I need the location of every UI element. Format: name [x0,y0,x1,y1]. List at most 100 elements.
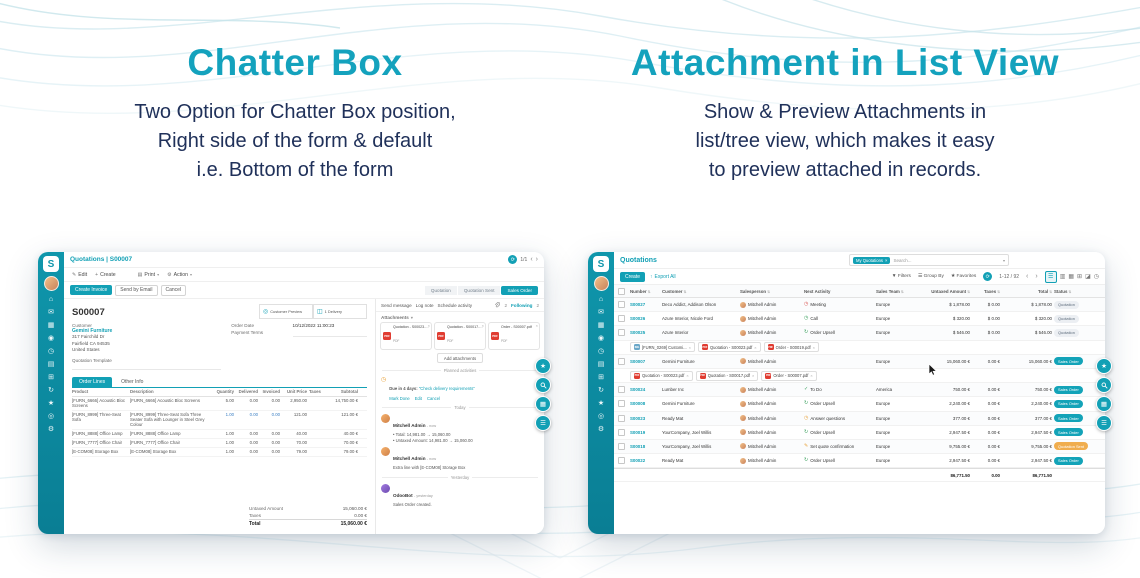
breadcrumb[interactable]: Quotations | S00007 [70,256,133,263]
chatter-message[interactable]: OdooBot - yesterday Sales Order created. [376,482,544,510]
tab-order-lines[interactable]: Order Lines [72,376,113,387]
row-checkbox[interactable] [618,301,625,309]
remove-attachment-icon[interactable]: × [810,373,813,379]
row-checkbox[interactable] [618,457,625,465]
cancel-activity-button[interactable]: Cancel [426,396,440,402]
table-row[interactable]: S00019 YourCompany, Joel Willis Mitchell… [614,426,1105,440]
col-total[interactable]: Total⇅ [1037,288,1052,294]
schedule-activity-button[interactable]: Schedule activity [437,302,473,308]
star-button[interactable]: ★ [535,358,551,374]
sidebar-icon-purchase[interactable]: ↻ [598,387,604,394]
search-facet[interactable]: My Quotations × [853,256,891,264]
col-untaxed[interactable]: Untaxed Amount⇅ [931,288,970,294]
follower-count[interactable]: 2 [536,302,539,308]
apps-button[interactable]: ▦ [535,396,551,412]
search-button[interactable] [1096,377,1112,393]
sidebar-icon-crm[interactable]: ◷ [47,348,55,355]
group-by-button[interactable]: ☰ Group By [918,274,944,279]
col-status[interactable]: Status⇅ [1054,288,1072,294]
sidebar-icon-invoicing[interactable]: ★ [47,400,55,407]
sidebar-icon-home[interactable]: ⌂ [598,296,604,303]
col-unit-price[interactable]: Unit Price [286,389,307,394]
view-kanban-button[interactable]: ▥ [1059,274,1066,280]
row-checkbox[interactable] [618,442,625,450]
action-menu[interactable]: ⚙Action▾ [167,272,192,278]
view-activity-button[interactable]: ◷ [1093,274,1099,280]
table-row[interactable]: S00024 Lumber Inc Mitchell Admin ✓To Do … [614,383,1105,398]
col-quantity[interactable]: Quantity [216,389,234,394]
table-row[interactable]: S00007 Gemini Furniture Mitchell Admin E… [614,354,1105,369]
row-checkbox[interactable] [618,386,625,394]
sidebar-icon-inventory[interactable]: ⊞ [48,374,54,381]
table-row[interactable]: [FURN_7777] Office Chair[FURN_7777] Offi… [72,439,367,448]
sidebar-icon-calendar[interactable]: ▦ [47,322,55,329]
row-checkbox[interactable] [618,315,625,323]
quotation-template-field[interactable] [72,363,222,370]
pager-next-icon[interactable]: › [535,256,538,263]
edit-activity-button[interactable]: Edit [414,396,422,402]
col-description[interactable]: Description [130,389,154,394]
remove-attachment-icon[interactable]: × [688,344,691,350]
col-customer[interactable]: Customer⇅ [662,288,687,294]
send-message-button[interactable]: Send message [381,302,412,308]
export-all-button[interactable]: ↑Export All [650,274,676,280]
remove-attachment-icon[interactable]: × [535,323,538,328]
customer-preview-button[interactable]: ◎Customer Preview [259,304,313,319]
remove-attachment-icon[interactable]: × [427,323,430,328]
caret-down-icon[interactable]: ▾ [1002,257,1005,263]
create-button[interactable]: Create [620,271,646,282]
activity-summary[interactable]: "Check delivery requirements" [418,386,475,392]
table-row[interactable]: [FURN_8888] Office Lamp[FURN_8888] Offic… [72,430,367,439]
sidebar-icon-invoicing[interactable]: ★ [597,400,605,407]
col-invoiced[interactable]: Invoiced [262,389,280,394]
sidebar-icon-sales[interactable]: ▤ [597,361,605,368]
mark-done-button[interactable]: Mark Done [389,396,410,402]
pager-prev-icon[interactable]: ‹ [530,256,533,263]
view-list-button[interactable]: ☰ [1044,270,1057,283]
sidebar-icon-inventory[interactable]: ⊞ [598,374,604,381]
search-input[interactable]: My Quotations × Search... ▾ [849,253,1009,267]
print-menu[interactable]: ▤Print▾ [138,272,159,278]
stage-sales-order[interactable]: Sales Order [501,285,538,295]
sidebar-icon-purchase[interactable]: ↻ [48,387,54,394]
sidebar-icon-discuss[interactable]: ✉ [48,309,54,316]
edit-button[interactable]: ✎Edit [72,272,87,278]
col-salesperson[interactable]: Salesperson⇅ [740,288,770,294]
order-date-value[interactable]: 10/12/2022 11:00:23 [292,323,335,328]
remove-attachment-icon[interactable]: × [812,344,816,350]
menu-button[interactable]: ☰ [1096,415,1112,431]
view-graph-button[interactable]: ◪ [1085,274,1091,280]
sidebar-icon-crm[interactable]: ◷ [597,348,605,355]
log-note-button[interactable]: Log note [415,302,434,308]
favorites-button[interactable]: ★ Favorites [951,274,976,279]
refresh-button[interactable]: ⟳ [983,272,993,281]
apps-button[interactable]: ▦ [1096,396,1112,412]
refresh-button[interactable]: ⟳ [508,255,518,264]
select-all-checkbox[interactable] [618,287,625,295]
delivery-button[interactable]: ◫1 Delivery [313,304,367,319]
col-taxes[interactable]: Taxes⇅ [984,288,1000,294]
tab-other-info[interactable]: Other Info [121,378,144,385]
filters-button[interactable]: ▼ Filters [892,274,911,279]
pager-prev-icon[interactable]: ‹ [1026,273,1029,280]
sidebar-icon-website[interactable]: ◎ [47,413,55,420]
attachment-chip[interactable]: IMG[FURN_0269] Customi...× [630,342,695,353]
col-product[interactable]: Product [72,389,89,394]
cancel-button[interactable]: Cancel [160,284,187,296]
remove-attachment-icon[interactable]: × [752,373,755,379]
activity-item[interactable]: ◷ Due in 4 days: "Check delivery require… [376,375,544,403]
remove-facet-icon[interactable]: × [885,257,888,263]
star-button[interactable]: ★ [1096,358,1112,374]
app-logo[interactable]: S [593,256,609,272]
col-sales-team[interactable]: Sales Team⇅ [876,288,904,294]
paperclip-icon[interactable] [494,302,501,308]
col-taxes[interactable]: Taxes [309,389,321,394]
table-row[interactable]: S00022 Ready Mat Mitchell Admin ↻Order U… [614,454,1105,469]
stage-quotation-sent[interactable]: Quotation Sent [457,285,501,295]
